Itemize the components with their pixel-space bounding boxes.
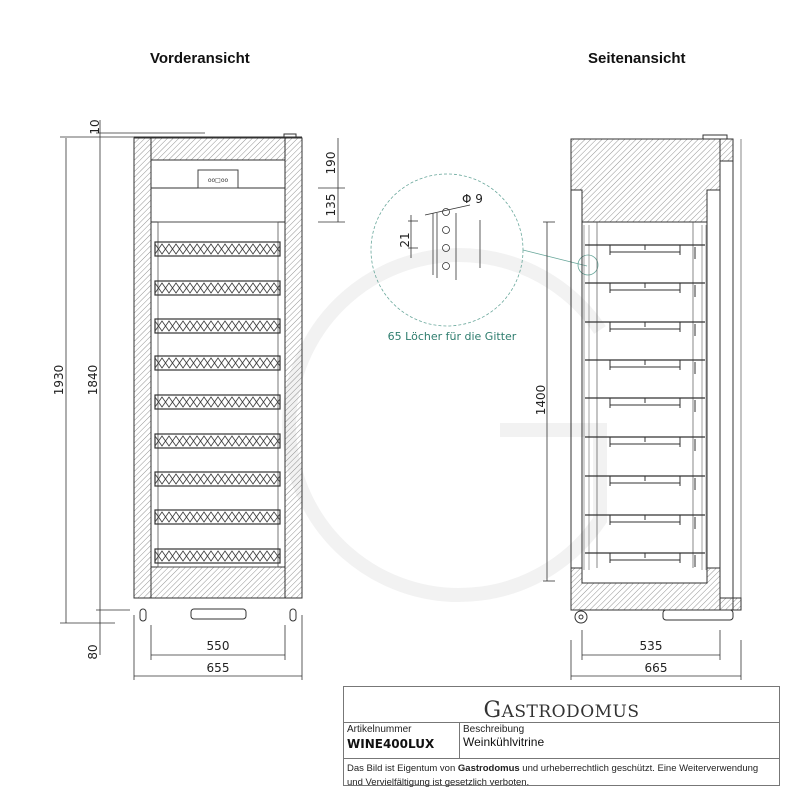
article-number: WINE400LUX <box>347 737 435 751</box>
control-panel <box>197 169 239 189</box>
watermark <box>282 248 607 602</box>
side-view-drawing <box>543 134 742 680</box>
dim-inner-width: 550 <box>207 639 230 653</box>
dim-body-height: 1840 <box>86 365 100 396</box>
description-cell: Beschreibung Weinkühlvitrine <box>460 723 547 758</box>
dim-total-height: 1930 <box>52 365 66 396</box>
article-label: Artikelnummer <box>347 724 412 735</box>
copyright-note: Das Bild ist Eigentum von Gastrodomus un… <box>347 763 759 788</box>
hole-diameter: Φ 9 <box>462 192 483 206</box>
dim-total-width: 655 <box>207 661 230 675</box>
dim-inner-depth: 535 <box>640 639 663 653</box>
dim-top-gap: 10 <box>88 119 102 134</box>
dim-rack-height: 1400 <box>534 385 548 416</box>
dim-control-panel: 190 <box>324 152 338 175</box>
dim-foot-height: 80 <box>86 644 100 659</box>
hole-detail <box>370 173 599 327</box>
description-value: Weinkühlvitrine <box>463 735 545 749</box>
side-view-title: Seitenansicht <box>588 50 686 67</box>
brand-row: GASTRODOMUS <box>344 687 779 723</box>
front-view-drawing: oo□oo <box>60 120 345 680</box>
detail-caption: 65 Löcher für die Gitter <box>388 330 517 343</box>
brand-logo: GASTRODOMUS <box>483 698 640 723</box>
dim-panel-gap: 135 <box>324 194 338 217</box>
article-cell: Artikelnummer WINE400LUX <box>344 723 460 758</box>
dim-total-depth: 665 <box>645 661 668 675</box>
description-label: Beschreibung <box>463 724 525 735</box>
svg-text:oo□oo: oo□oo <box>208 177 229 184</box>
title-block: GASTRODOMUS Artikelnummer WINE400LUX Bes… <box>343 686 780 788</box>
front-view-title: Vorderansicht <box>150 50 250 67</box>
hole-pitch: 21 <box>398 232 412 247</box>
